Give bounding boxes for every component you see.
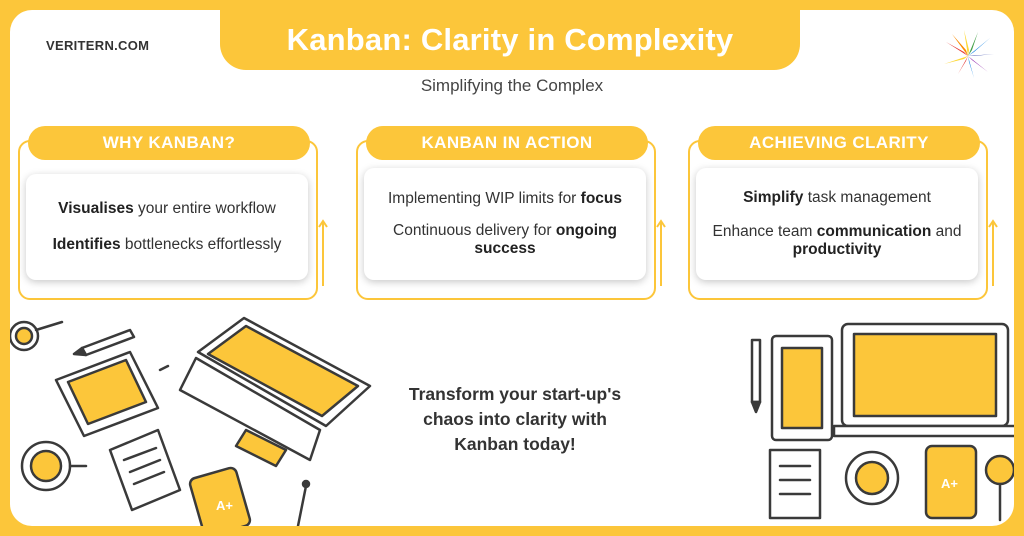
- page-title: Kanban: Clarity in Complexity: [286, 22, 734, 57]
- pencil-icon: [750, 338, 762, 414]
- desk-illustration-left: A+: [10, 316, 372, 526]
- pencil-icon: [72, 328, 136, 357]
- column-card: Visualises your entire workflow Identifi…: [26, 174, 308, 280]
- card-item: Identifies bottlenecks effortlessly: [52, 236, 282, 253]
- subtitle: Simplifying the Complex: [420, 76, 604, 95]
- laptop-icon: [832, 322, 1014, 438]
- pen-icon: [296, 479, 311, 526]
- infographic-canvas: VERITERN.COM Kanban: Clarity in Complexi…: [10, 10, 1014, 526]
- logo-icon: [944, 30, 994, 78]
- title-banner: Kanban: Clarity in Complexity: [220, 10, 800, 70]
- arrow-up-icon: [988, 219, 998, 286]
- ruler-icon: [770, 334, 834, 442]
- grade-label: A+: [941, 476, 958, 491]
- column-card: Implementing WIP limits for focus Contin…: [364, 168, 646, 280]
- column-heading: WHY KANBAN?: [28, 126, 310, 160]
- arrow-up-icon: [656, 219, 666, 286]
- phone-icon: [188, 466, 252, 526]
- coffee-cup-icon: [20, 440, 88, 492]
- desk-illustration-right: A+: [750, 322, 1014, 522]
- column-heading: KANBAN IN ACTION: [366, 126, 648, 160]
- brand-name: VERITERN.COM: [46, 38, 150, 53]
- card-item: Implementing WIP limits for focus: [388, 190, 622, 207]
- document-icon: [768, 448, 822, 520]
- column-heading: ACHIEVING CLARITY: [698, 126, 980, 160]
- column-achieving-clarity: ACHIEVING CLARITY Simplify task manageme…: [688, 122, 998, 300]
- laptop-icon: [178, 316, 372, 468]
- coffee-cup-icon: [844, 450, 900, 506]
- magnifier-icon: [984, 454, 1014, 522]
- arrow-up-icon: [318, 219, 328, 286]
- magnifier-icon: [10, 320, 64, 352]
- column-why-kanban: WHY KANBAN? Visualises your entire workf…: [18, 122, 328, 300]
- card-item: Continuous delivery for ongoing success: [393, 222, 617, 257]
- document-icon: [108, 428, 182, 512]
- phone-icon: [924, 444, 978, 520]
- grade-label: A+: [216, 498, 233, 513]
- call-to-action: Transform your start-up's chaos into cla…: [408, 384, 622, 454]
- card-item: Enhance team communication and productiv…: [712, 223, 962, 258]
- tablet-icon: [54, 350, 170, 438]
- column-card: Simplify task management Enhance team co…: [696, 168, 978, 280]
- card-item: Simplify task management: [743, 189, 931, 206]
- column-kanban-in-action: KANBAN IN ACTION Implementing WIP limits…: [356, 122, 666, 300]
- card-item: Visualises your entire workflow: [58, 200, 276, 217]
